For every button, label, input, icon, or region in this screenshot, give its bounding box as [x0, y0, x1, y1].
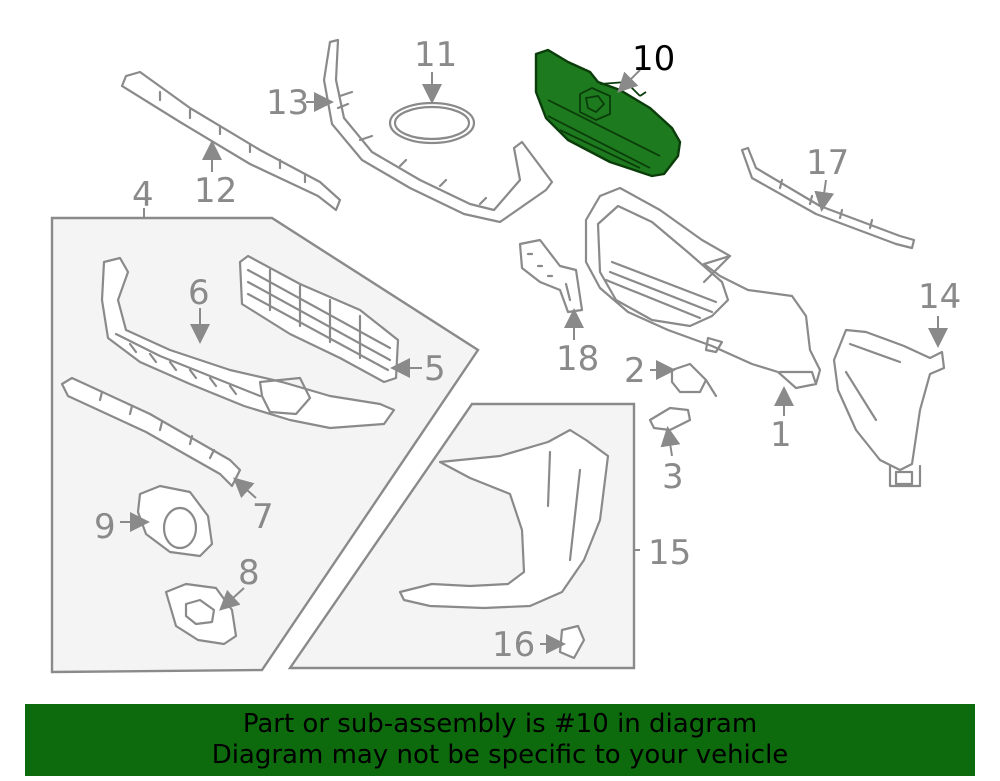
- callout-10: 10: [632, 39, 675, 79]
- callout-3: 3: [662, 457, 684, 497]
- callout-15: 15: [648, 533, 691, 573]
- part-5-mesh-grille[interactable]: [238, 254, 400, 384]
- callout-18: 18: [556, 339, 599, 379]
- callout-5: 5: [424, 349, 446, 389]
- callout-12: 12: [194, 171, 237, 211]
- callout-11: 11: [414, 35, 457, 75]
- callout-14: 14: [918, 277, 961, 317]
- part-12-upper-strip[interactable]: [120, 70, 342, 212]
- part-3-clip[interactable]: [648, 406, 692, 432]
- part-2-cap[interactable]: [670, 362, 718, 398]
- callout-13: 13: [266, 83, 309, 123]
- callout-4: 4: [132, 175, 154, 215]
- callout-8: 8: [238, 553, 260, 593]
- callout-7: 7: [252, 497, 274, 537]
- part-10-grille[interactable]: [534, 48, 682, 178]
- part-14-side-duct[interactable]: [832, 328, 946, 488]
- part-1-bumper-cover[interactable]: [584, 186, 822, 390]
- callout-6: 6: [188, 273, 210, 313]
- leader-lines: [120, 69, 948, 654]
- callout-17: 17: [806, 143, 849, 183]
- part-8-fog-mount[interactable]: [164, 582, 238, 646]
- callout-1: 1: [770, 415, 792, 455]
- part-15-fascia-trim[interactable]: [398, 428, 610, 610]
- callout-16: 16: [492, 625, 535, 665]
- banner-line-1: Part or sub-assembly is #10 in diagram: [242, 709, 758, 739]
- part-17-lower-strip[interactable]: [740, 146, 916, 250]
- parts-diagram: 1 2 3 4 5 6 7 8 9 10 11 12 13 14 15 16 1…: [50, 35, 961, 674]
- part-9-fog-bezel[interactable]: [136, 484, 214, 558]
- callout-9: 9: [94, 507, 116, 547]
- part-13-frame-trim[interactable]: [322, 38, 554, 224]
- callout-2: 2: [624, 351, 646, 391]
- part-18-bracket[interactable]: [518, 238, 584, 314]
- banner-line-2: Diagram may not be specific to your vehi…: [211, 740, 789, 770]
- part-6-lower-frame[interactable]: [100, 256, 396, 430]
- part-11-emblem-ring[interactable]: [388, 101, 476, 145]
- part-info-banner: Part or sub-assembly is #10 in diagram D…: [25, 704, 975, 776]
